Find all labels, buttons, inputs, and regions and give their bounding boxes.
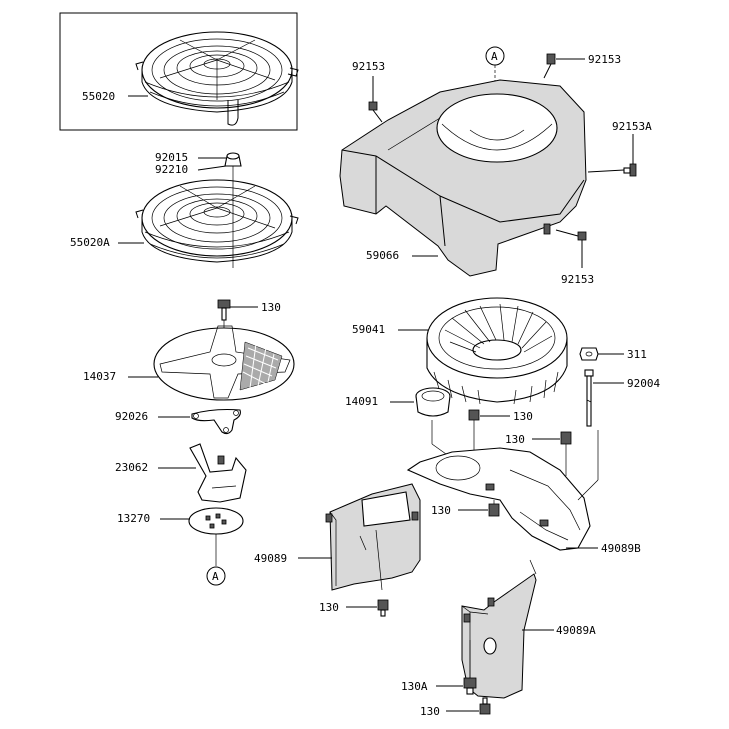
label-92153a: 92153A [612,120,652,133]
bolt-130-right [560,431,572,476]
bracket-23062 [189,443,247,503]
bolt-130-bottom [479,697,491,715]
label-130-top: 130 [261,301,281,314]
screen-14037 [153,325,295,401]
label-130-mid: 130 [431,504,451,517]
label-55020a: 55020A [70,236,110,249]
screw-92153-top [543,53,556,79]
svg-text:A: A [212,570,219,583]
label-55020: 55020 [82,90,115,103]
nut-92015 [224,152,242,268]
label-130-bottom: 130 [420,705,440,718]
label-23062: 23062 [115,461,148,474]
bolt-130-lower [377,599,389,617]
label-49089: 49089 [254,552,287,565]
label-13270: 13270 [117,512,150,525]
stud-92004 [584,369,594,427]
label-92153-top: 92153 [588,53,621,66]
label-311: 311 [627,348,647,361]
label-92015: 92015 [155,151,188,164]
label-130-right: 130 [505,433,525,446]
bolt-130-center [468,409,480,450]
label-92004: 92004 [627,377,660,390]
label-59041: 59041 [352,323,385,336]
screw-92153-left [368,101,383,123]
bolt-130-mid [488,500,500,517]
plate-13270 [188,507,244,566]
screw-92153a [623,163,637,177]
svg-text:A: A [491,50,498,63]
screw-92153-right [555,229,587,241]
label-92026: 92026 [115,410,148,423]
gasket-92026 [191,408,241,435]
label-92153-left: 92153 [352,60,385,73]
baffle-49089 [325,483,421,591]
guard-55020a [135,179,299,263]
label-49089b: 49089B [601,542,641,555]
label-59066: 59066 [366,249,399,262]
shroud-59066 [339,79,587,277]
guard-55020 [135,31,299,126]
baffle-49089a [461,559,537,699]
callout-a-bottom: A [206,566,226,586]
baffle-49089b [406,420,599,551]
label-14091: 14091 [345,395,378,408]
collar-14091 [415,387,451,417]
label-130-lower: 130 [319,601,339,614]
label-14037: 14037 [83,370,116,383]
flywheel-59041 [426,297,568,405]
label-92153-right: 92153 [561,273,594,286]
bolt-130a [463,640,477,695]
label-130a: 130A [401,680,428,693]
label-49089a: 49089A [556,624,596,637]
label-130-center: 130 [513,410,533,423]
label-92210: 92210 [155,163,188,176]
nut-311 [579,347,599,361]
